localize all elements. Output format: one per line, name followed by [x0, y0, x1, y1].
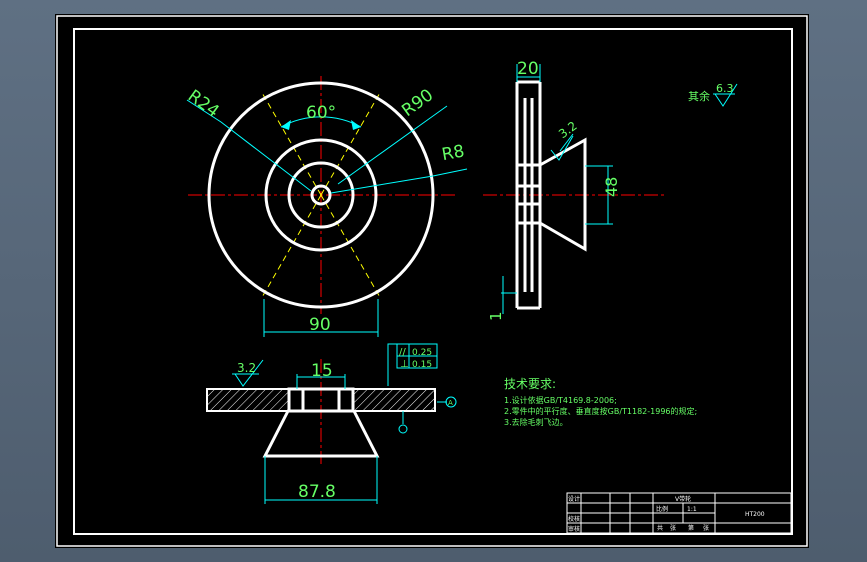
tb-label-check: 校核: [568, 515, 580, 523]
parallel-symbol: //: [399, 347, 406, 358]
r8-label: R8: [440, 141, 466, 165]
tb-material: HT200: [745, 511, 765, 518]
hub-circle-inner: [287, 161, 355, 229]
section-view: 15 87.8 3.2 // ⊥ 0.25 0.15 A: [206, 343, 457, 504]
boss-trapezoid: [262, 410, 380, 458]
dim15-label: 15: [311, 361, 333, 381]
top-roughness-symbol: [234, 359, 264, 387]
side-view: 20 48 1 3.2: [483, 59, 667, 321]
r90-label: R90: [398, 85, 437, 121]
inner-frame: [73, 28, 793, 535]
side-roughness-leader: [559, 133, 574, 152]
section-right-hatch: [352, 388, 436, 412]
drawing-viewport[interactable]: R24 R90 R8 60° 90: [55, 14, 809, 548]
parallel-value: 0.25: [412, 348, 432, 358]
boss-profile: [539, 137, 587, 252]
construction-line-3: [260, 194, 322, 300]
tb-bottom-2: 张: [670, 524, 676, 532]
bore-circle: [310, 184, 332, 206]
tb-bottom-4: 张: [703, 524, 709, 532]
r90-leader: [337, 105, 448, 185]
tb-label-design: 设计: [568, 495, 580, 503]
datum-circle: [445, 396, 457, 408]
r8-leader: [330, 168, 468, 194]
tb-scale: 1:1: [687, 506, 697, 513]
construction-line-4: [320, 194, 382, 300]
tolerance-leader: [387, 343, 397, 386]
construction-line-2: [320, 90, 382, 196]
dim90-label: 90: [309, 315, 331, 335]
note-3: 3.去除毛刺飞边。: [504, 417, 568, 427]
rest-roughness: 其余 6.3: [688, 82, 738, 107]
note-1: 1.设计依据GB/T4169.8-2006;: [504, 395, 617, 405]
tb-scale-label: 比例: [656, 505, 668, 513]
title-block: [566, 492, 792, 534]
angle-label: 60°: [306, 103, 336, 123]
tb-part-name: V带轮: [675, 495, 691, 503]
outer-frame: [56, 15, 808, 547]
tb-label-review: 审核: [568, 525, 580, 533]
cad-drawing: R24 R90 R8 60° 90: [56, 15, 808, 547]
tb-bottom-1: 共: [657, 524, 663, 532]
r24-leader: [186, 99, 312, 192]
angle-arrow-right: [351, 120, 361, 130]
dim1-label: 1: [487, 311, 505, 321]
perp-value: 0.15: [412, 360, 432, 370]
side-roughness-symbol: [550, 135, 574, 161]
hub-circle-outer: [264, 138, 378, 252]
construction-line-1: [260, 90, 322, 196]
tb-bottom-3: 第: [688, 524, 694, 532]
datum-label: A: [448, 399, 453, 407]
dim48-label: 48: [602, 177, 621, 197]
rest-label: 其余: [688, 89, 710, 103]
top-roughness-value: 3.2: [237, 361, 256, 375]
hub-slot-right: [337, 387, 355, 413]
angle-arrow-left: [281, 120, 291, 130]
outer-circle: [207, 81, 435, 309]
section-left-hatch: [206, 388, 290, 412]
title-block-text: 设计 校核 审核 V带轮 比例 1:1 HT200 共 张 第 张: [568, 495, 765, 533]
dim878-label: 87.8: [298, 482, 336, 502]
rest-symbol: [714, 83, 738, 107]
dim20-label: 20: [517, 59, 539, 79]
hub-slot-left: [287, 387, 305, 413]
technical-notes: 技术要求: 1.设计依据GB/T4169.8-2006; 2.零件中的平行度、垂…: [504, 377, 697, 427]
datum-circle-2: [398, 424, 408, 434]
rest-value: 6.3: [716, 82, 734, 95]
perp-symbol: ⊥: [400, 359, 409, 370]
front-view: R24 R90 R8 60° 90: [184, 76, 468, 337]
notes-title: 技术要求:: [504, 377, 556, 391]
side-roughness-value: 3.2: [556, 119, 580, 142]
note-2: 2.零件中的平行度、垂直度按GB/T1182-1996的规定;: [504, 406, 697, 416]
r24-label: R24: [184, 86, 223, 122]
